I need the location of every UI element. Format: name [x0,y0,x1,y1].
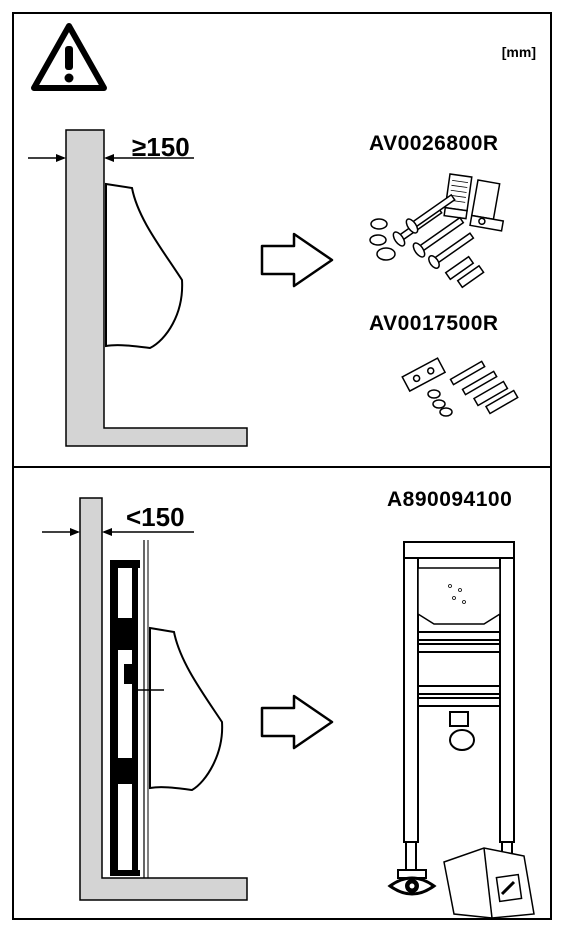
wall [65,129,248,447]
warning-icon [31,23,107,91]
distance-label-min: ≥150 [132,132,190,162]
unit-label: [mm] [501,44,536,60]
manual-icon [443,847,535,918]
distance-label-max: <150 [126,502,185,532]
wall [79,497,248,901]
top-panel-drawing [28,23,519,447]
frame-code: A890094100 [387,488,513,511]
arrow-right-icon [260,232,334,288]
kit-primary-code: AV0026800R [369,132,499,155]
urinal [105,182,184,350]
bottom-panel-drawing [42,497,535,918]
top-panel: [mm] ≥150 AV0026800R AV0017500R [12,12,552,468]
dimension-lines [28,154,194,162]
urinal [149,626,224,792]
bottom-panel: <150 A890094100 [12,466,552,920]
kit-secondary-code: AV0017500R [369,312,499,335]
fixing-kit-secondary [401,357,519,417]
fixing-kit-primary [369,173,505,289]
arrow-right-icon [260,694,334,750]
installation-frame [397,541,521,879]
frame-section [110,540,149,878]
dimension-lines [42,528,194,536]
eye-icon [387,876,437,896]
